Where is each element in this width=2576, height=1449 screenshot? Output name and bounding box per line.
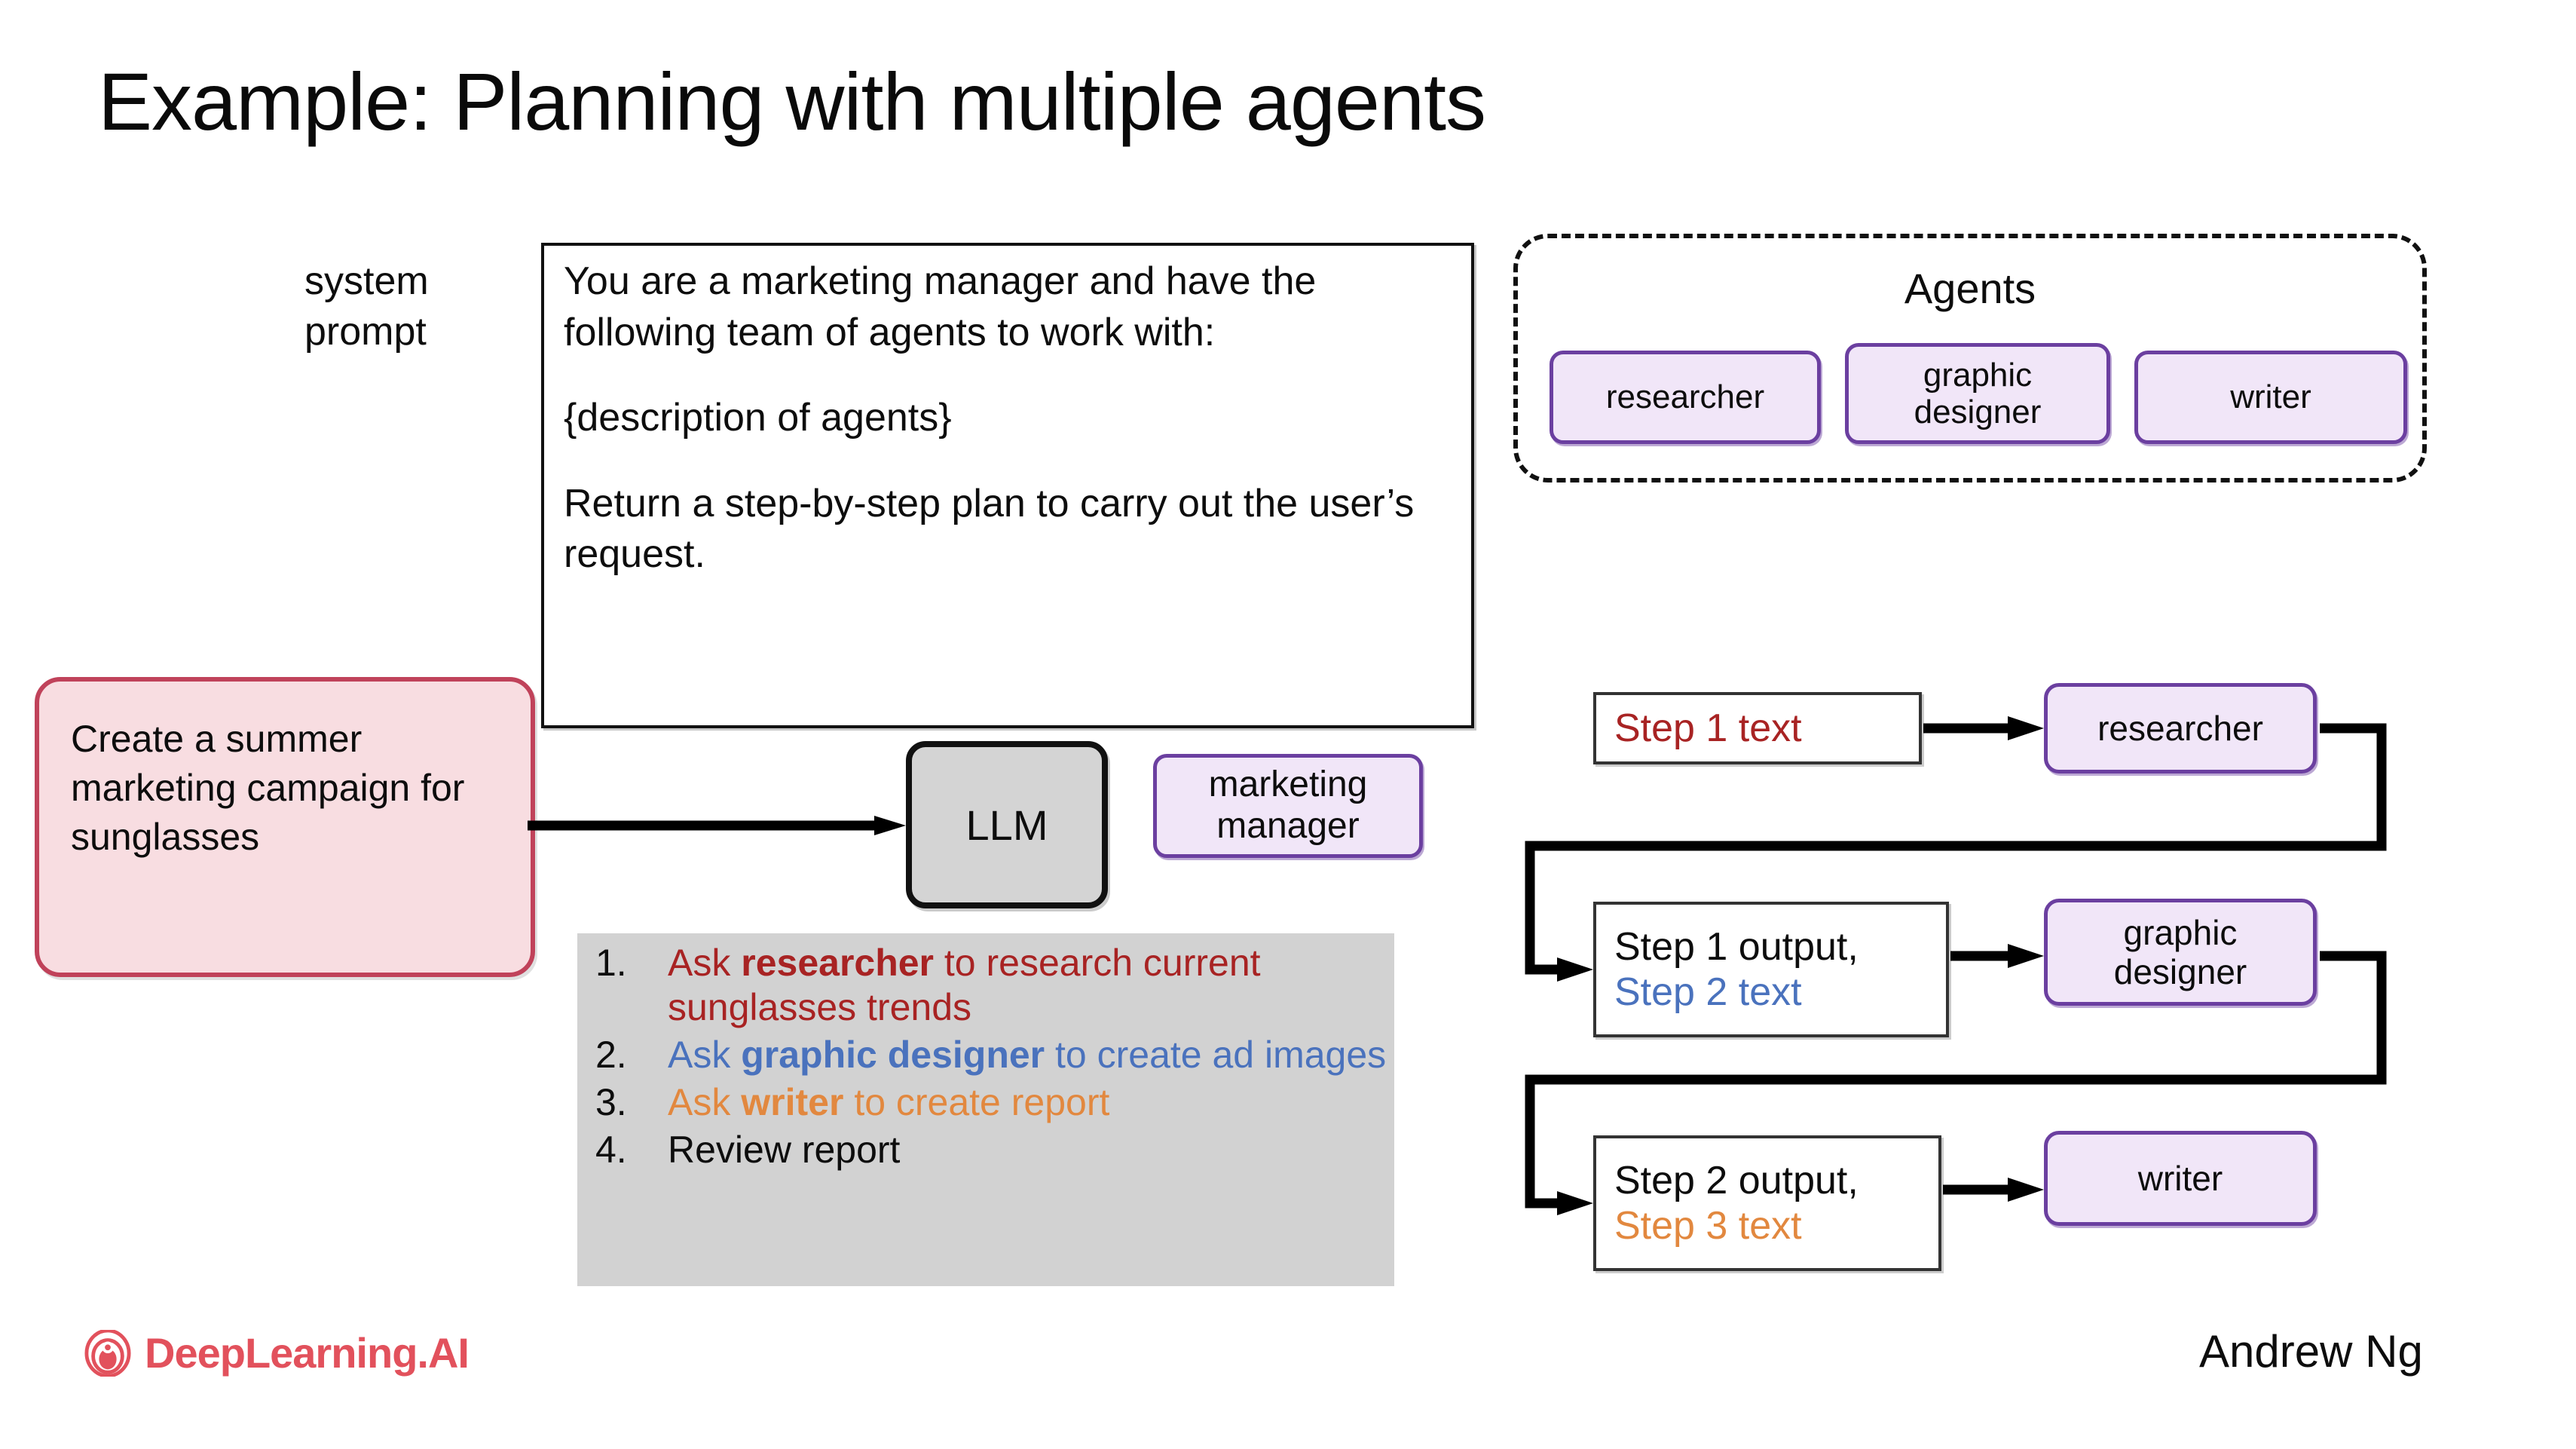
system-prompt-text: You are a marketing manager and have the…	[564, 256, 1461, 581]
role-chip-marketing-manager[interactable]: marketing manager	[1153, 754, 1423, 858]
list-item-number: 1.	[595, 942, 627, 984]
list-item-number: 2.	[595, 1034, 627, 1076]
plan-list: 1. Ask researcher to research current su…	[577, 941, 1394, 1288]
plan-panel	[577, 933, 1394, 1286]
list-item: 2. Ask graphic designer to create ad ima…	[577, 1033, 1394, 1077]
list-item: 4. Review report	[577, 1128, 1394, 1172]
user-request-box: Create a summer marketing campaign for s…	[35, 677, 535, 977]
agent-chip-label: writer	[2230, 378, 2311, 416]
role-chip-label: marketing manager	[1208, 764, 1368, 846]
agent-chip-researcher[interactable]: researcher	[1550, 351, 1821, 444]
arrow-request-to-llm	[528, 816, 906, 835]
user-request-text: Create a summer marketing campaign for s…	[71, 718, 465, 858]
step-line: Step 2 text	[1614, 970, 1802, 1014]
agent-chip-graphic-designer[interactable]: graphic designer	[1845, 343, 2110, 444]
agent-chip-label: graphic designer	[1914, 356, 2042, 430]
step-box-2: Step 1 output, Step 2 text	[1593, 902, 1949, 1037]
list-item-text: Ask graphic designer to create ad images	[668, 1034, 1387, 1076]
deeplearning-spiral-icon	[84, 1329, 131, 1377]
system-prompt-paragraph: You are a marketing manager and have the…	[564, 259, 1317, 354]
list-item-text: Ask researcher to research current sungl…	[668, 942, 1261, 1028]
agent-chip-writer[interactable]: writer	[2134, 351, 2407, 444]
system-prompt-box	[541, 243, 1474, 728]
list-item-number: 4.	[595, 1129, 627, 1171]
step-line: Step 1 output,	[1614, 924, 1859, 969]
agent-chip-label: researcher	[1605, 378, 1765, 416]
deeplearning-wordmark: DeepLearning.AI	[145, 1329, 470, 1377]
deeplearning-ai-logo: DeepLearning.AI	[84, 1328, 470, 1377]
role-chip-label: graphic designer	[2113, 912, 2247, 991]
role-chip-graphic-designer[interactable]: graphic designer	[2044, 899, 2317, 1006]
role-chip-writer[interactable]: writer	[2044, 1131, 2317, 1226]
list-item-text: Ask writer to create report	[668, 1081, 1110, 1123]
system-prompt-label: system prompt	[304, 259, 429, 354]
author-name: Andrew Ng	[2199, 1326, 2423, 1377]
step-box-1: Step 1 text	[1593, 692, 1922, 764]
step-line: Step 2 output,	[1614, 1158, 1859, 1202]
list-item: 1. Ask researcher to research current su…	[577, 941, 1394, 1030]
role-chip-label: writer	[2137, 1158, 2223, 1198]
list-item: 3. Ask writer to create report	[577, 1080, 1394, 1125]
list-item-number: 3.	[595, 1081, 627, 1123]
step-box-3: Step 2 output, Step 3 text	[1593, 1135, 1941, 1271]
llm-label: LLM	[965, 801, 1048, 849]
agents-group-title: Agents	[1904, 265, 2036, 312]
list-item-text: Review report	[668, 1129, 901, 1171]
system-prompt-paragraph: {description of agents}	[564, 396, 952, 440]
llm-box: LLM	[906, 741, 1108, 908]
role-chip-researcher[interactable]: researcher	[2044, 683, 2317, 774]
step-line: Step 3 text	[1614, 1204, 1802, 1248]
page-title: Example: Planning with multiple agents	[98, 56, 1486, 147]
role-chip-label: researcher	[2097, 708, 2263, 748]
step-line: Step 1 text	[1614, 706, 1802, 750]
system-prompt-paragraph: Return a step-by-step plan to carry out …	[564, 481, 1415, 577]
